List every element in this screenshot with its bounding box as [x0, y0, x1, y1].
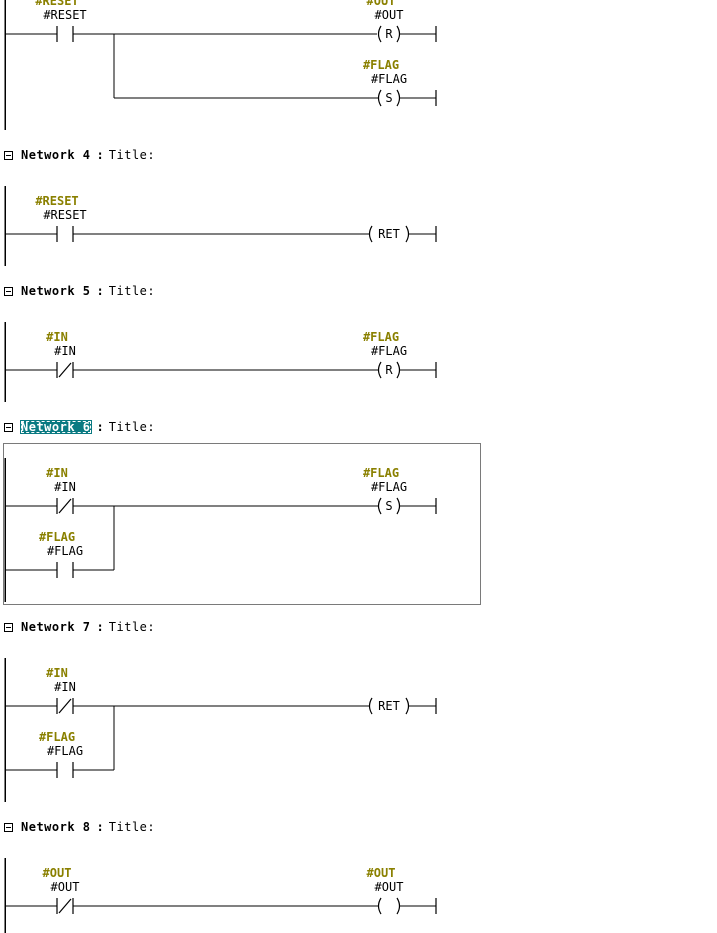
address-label: #FLAG [47, 744, 83, 758]
network-header[interactable]: Network 8 : Title: [4, 819, 155, 835]
coil-reset-out[interactable]: R #OUT#OUT [367, 0, 437, 43]
coil-set-flag[interactable]: S #FLAG#FLAG [363, 466, 437, 515]
coil-ret[interactable]: RET [368, 225, 437, 243]
collapse-toggle-icon[interactable] [4, 422, 13, 432]
address-label: #FLAG [371, 72, 407, 86]
coil-left-paren [377, 25, 382, 43]
symbol-label: #FLAG [363, 466, 399, 480]
contact-in-nc[interactable]: #IN#IN [46, 330, 76, 378]
network-label[interactable]: Network 8 [21, 820, 91, 834]
contact-in-nc[interactable]: #IN#IN [46, 466, 76, 514]
collapse-toggle-icon[interactable] [4, 150, 13, 160]
network-label[interactable]: Network 4 [21, 148, 91, 162]
network-header[interactable]: Network 6 : Title: [4, 419, 155, 435]
coil-left-paren [368, 225, 373, 243]
coil-type-label: R [385, 363, 393, 377]
negation-slash [58, 498, 72, 514]
address-label: #IN [54, 344, 76, 358]
coil-left-paren [377, 361, 382, 379]
coil-right-paren [405, 225, 410, 243]
coil-set-flag[interactable]: S #FLAG#FLAG [363, 58, 437, 107]
symbol-label: #FLAG [363, 58, 399, 72]
coil-left-paren [377, 89, 382, 107]
collapse-toggle-icon[interactable] [4, 286, 13, 296]
symbol-label: #FLAG [39, 530, 75, 544]
coil-type-label: S [385, 91, 392, 105]
coil-type-label: S [385, 499, 392, 513]
network-label[interactable]: Network 5 [21, 284, 91, 298]
coil-right-paren [396, 89, 401, 107]
negation-slash [58, 698, 72, 714]
network-title[interactable]: Title: [108, 820, 156, 834]
coil-right-paren [396, 897, 401, 915]
address-label: #OUT [51, 880, 80, 894]
address-label: #RESET [43, 8, 86, 22]
coil-type-label: R [385, 27, 393, 41]
network-header[interactable]: Network 7 : Title: [4, 619, 155, 635]
coil-left-paren [377, 897, 382, 915]
header-separator: : [96, 420, 104, 434]
header-separator: : [96, 620, 104, 634]
symbol-label: #IN [46, 330, 68, 344]
symbol-label: #IN [46, 666, 68, 680]
coil-right-paren [405, 697, 410, 715]
contact-flag-no[interactable]: #FLAG#FLAG [39, 730, 83, 778]
address-label: #IN [54, 680, 76, 694]
network-title[interactable]: Title: [108, 148, 156, 162]
address-label: #FLAG [371, 344, 407, 358]
coil-ret[interactable]: RET [368, 697, 437, 715]
contact-reset[interactable]: #RESET#RESET [35, 194, 87, 242]
network-label[interactable]: Network 6 [20, 420, 92, 434]
selected-network-frame [3, 443, 481, 605]
coil-type-label: RET [378, 699, 400, 713]
address-label: #RESET [43, 208, 86, 222]
negation-slash [58, 898, 72, 914]
header-separator: : [96, 148, 104, 162]
network-title[interactable]: Title: [108, 620, 156, 634]
address-label: #FLAG [371, 480, 407, 494]
network-label[interactable]: Network 7 [21, 620, 91, 634]
network-title[interactable]: Title: [108, 420, 156, 434]
header-separator: : [96, 820, 104, 834]
coil-left-paren [368, 697, 373, 715]
coil-type-label: RET [378, 227, 400, 241]
symbol-label: #OUT [367, 866, 396, 880]
address-label: #OUT [375, 8, 404, 22]
coil-right-paren [396, 25, 401, 43]
address-label: #FLAG [47, 544, 83, 558]
contact-flag-no[interactable]: #FLAG#FLAG [39, 530, 83, 578]
header-separator: : [96, 284, 104, 298]
symbol-label: #FLAG [39, 730, 75, 744]
collapse-toggle-icon[interactable] [4, 822, 13, 832]
coil-out[interactable]: #OUT#OUT [367, 866, 437, 915]
network-header[interactable]: Network 5 : Title: [4, 283, 155, 299]
symbol-label: #RESET [35, 194, 78, 208]
contact-out-nc[interactable]: #OUT#OUT [43, 866, 80, 914]
contact-reset[interactable]: #RESET#RESET [35, 0, 87, 42]
network-header[interactable]: Network 4 : Title: [4, 147, 155, 163]
symbol-label: #OUT [43, 866, 72, 880]
coil-right-paren [396, 361, 401, 379]
address-label: #IN [54, 480, 76, 494]
coil-right-paren [396, 497, 401, 515]
network-title[interactable]: Title: [108, 284, 156, 298]
symbol-label: #IN [46, 466, 68, 480]
coil-left-paren [377, 497, 382, 515]
contact-in-nc[interactable]: #IN#IN [46, 666, 76, 714]
negation-slash [58, 362, 72, 378]
symbol-label: #FLAG [363, 330, 399, 344]
symbol-label: #OUT [367, 0, 396, 8]
coil-reset-flag[interactable]: R #FLAG#FLAG [363, 330, 437, 379]
symbol-label: #RESET [35, 0, 78, 8]
collapse-toggle-icon[interactable] [4, 622, 13, 632]
address-label: #OUT [375, 880, 404, 894]
